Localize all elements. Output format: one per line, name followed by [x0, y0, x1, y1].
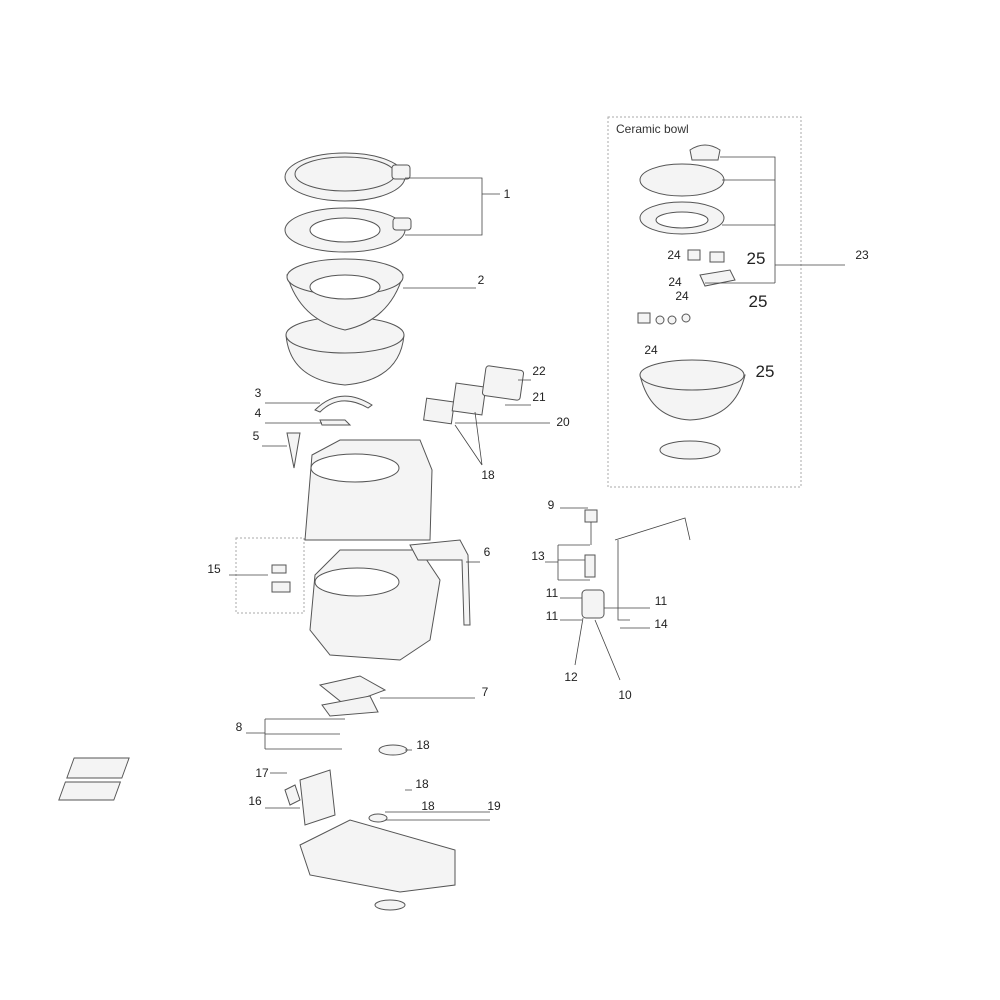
- callout-16: 16: [248, 794, 262, 808]
- callout-15: 15: [207, 562, 221, 576]
- part-bowl: [285, 258, 405, 386]
- callout-12: 12: [564, 670, 578, 684]
- callout-9: 9: [547, 498, 555, 512]
- callout-6: 6: [483, 545, 491, 559]
- ceramic-bowl-panel-title: Ceramic bowl: [616, 122, 689, 136]
- callout-24: 24: [675, 289, 689, 303]
- callout-24: 24: [668, 275, 682, 289]
- callout-13: 13: [531, 549, 545, 563]
- callout-19: 19: [487, 799, 501, 813]
- callout-11: 11: [545, 609, 559, 623]
- callout-11: 11: [654, 594, 668, 608]
- callout-1: 1: [503, 187, 511, 201]
- callout-18: 18: [481, 468, 495, 482]
- callout-11: 11: [545, 586, 559, 600]
- callout-14: 14: [654, 617, 668, 631]
- callout-18: 18: [415, 777, 429, 791]
- callout-10: 10: [618, 688, 632, 702]
- part-tank: [309, 539, 471, 661]
- callout-23: 23: [855, 248, 869, 262]
- callout-4: 4: [254, 406, 262, 420]
- part-lid: [284, 152, 411, 202]
- callout-25: 25: [746, 249, 766, 268]
- callout-25: 25: [755, 362, 775, 381]
- callout-18: 18: [421, 799, 435, 813]
- callout-7: 7: [481, 685, 489, 699]
- callout-25: 25: [748, 292, 768, 311]
- callout-18: 18: [416, 738, 430, 752]
- callout-17: 17: [255, 766, 269, 780]
- callout-21: 21: [532, 390, 546, 404]
- callout-24: 24: [667, 248, 681, 262]
- part-seat: [284, 207, 412, 253]
- callout-24: 24: [644, 343, 658, 357]
- callout-22: 22: [532, 364, 546, 378]
- callout-8: 8: [235, 720, 243, 734]
- callout-20: 20: [556, 415, 570, 429]
- part-housing: [304, 439, 433, 541]
- callout-2: 2: [477, 273, 485, 287]
- callout-3: 3: [254, 386, 262, 400]
- callout-5: 5: [252, 429, 260, 443]
